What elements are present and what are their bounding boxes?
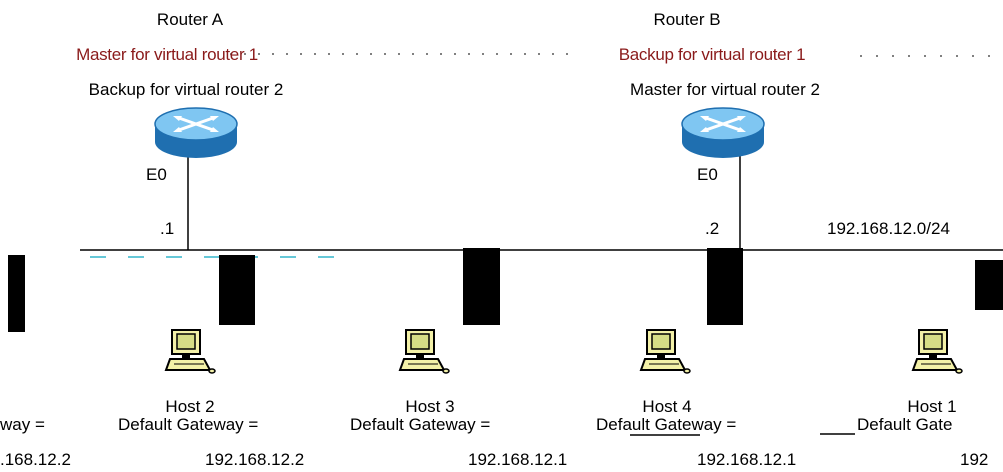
host-2-gateway-ip: 192.168.12.2: [205, 450, 305, 469]
host-drop-bar: [463, 248, 500, 325]
host-4-gateway-ip: 192.168.12.1: [697, 450, 797, 469]
host-drop-bar: [707, 248, 743, 325]
router-icon: [680, 106, 766, 160]
computer-icon: [165, 329, 216, 374]
computer-icon: [912, 329, 963, 374]
host-3-gateway-label: Default Gateway =: [350, 415, 491, 434]
cutoff-gateway-label: way =: [0, 415, 45, 434]
router-b-name: Router B: [653, 10, 721, 29]
host-1-gateway-label: Default Gate: [857, 415, 953, 434]
host-drop-bar: [975, 260, 1003, 310]
cutoff-gateway-ip: .168.12.2: [0, 450, 71, 469]
router-icon: [153, 106, 239, 160]
router-a-name: Router A: [156, 10, 224, 29]
router-a-interface: E0: [146, 165, 167, 184]
host-drop-bar: [8, 255, 25, 332]
host-4-gateway-label: Default Gateway =: [596, 415, 737, 434]
host-3-gateway-ip: 192.168.12.1: [468, 450, 568, 469]
router-a-role-1: Master for virtual router 1: [76, 45, 258, 64]
host-1-name: Host 1: [907, 397, 957, 416]
router-b-address: .2: [705, 219, 720, 238]
computer-icon: [640, 329, 691, 374]
computer-icon: [399, 329, 450, 374]
router-a-address: .1: [160, 219, 175, 238]
router-b-role-1: Backup for virtual router 1: [618, 45, 806, 64]
host-1-gateway-ip: 192: [960, 450, 989, 469]
subnet-label: 192.168.12.0/24: [827, 219, 950, 238]
host-3-name: Host 3: [405, 397, 455, 416]
router-b-role-2: Master for virtual router 2: [630, 80, 820, 99]
host-4-name: Host 4: [642, 397, 692, 416]
router-a-role-2: Backup for virtual router 2: [88, 80, 284, 99]
host-2-name: Host 2: [165, 397, 215, 416]
host-drop-bar: [219, 255, 255, 325]
host-2-gateway-label: Default Gateway =: [118, 415, 259, 434]
router-b-interface: E0: [697, 165, 718, 184]
